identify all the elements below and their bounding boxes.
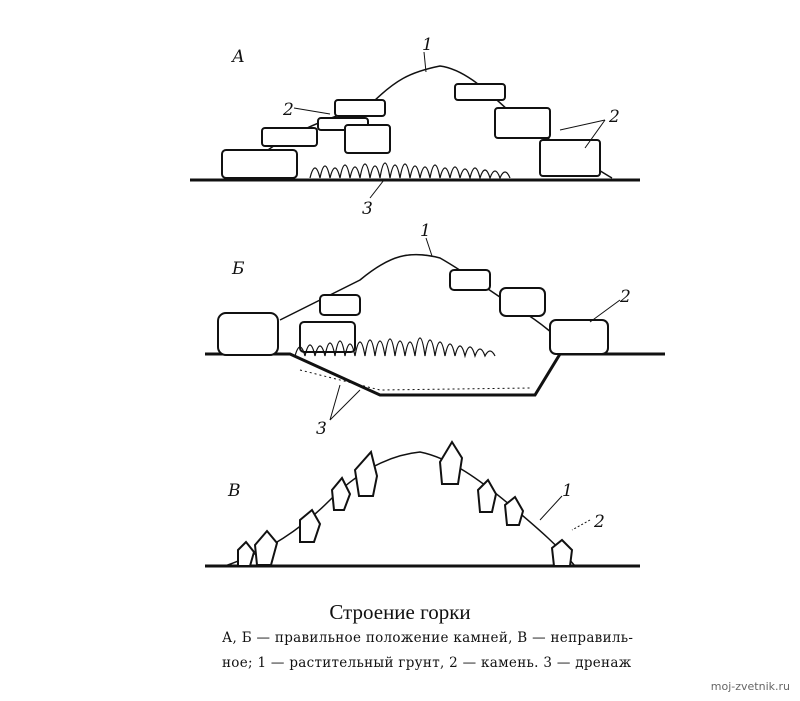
stones bbox=[217, 269, 609, 356]
soil-outline bbox=[224, 451, 576, 567]
caption-title: Строение горки bbox=[329, 600, 471, 624]
label-drainage: 3 bbox=[316, 419, 327, 439]
panel-a: А 1 2 2 3 bbox=[190, 35, 640, 219]
panel-b: Б 1 2 3 bbox=[205, 221, 665, 439]
label-soil: 1 bbox=[562, 481, 573, 501]
label-stone: 2 bbox=[593, 512, 605, 532]
label-drainage: 3 bbox=[362, 199, 373, 219]
label-stone: 2 bbox=[608, 107, 620, 127]
caption-line-1: А, Б — правильное положение камней, В — … bbox=[222, 630, 634, 646]
caption-line-2: ное; 1 — растительный грунт, 2 — камень.… bbox=[222, 655, 632, 671]
label-stone: 2 bbox=[619, 287, 631, 307]
panel-c: В 1 2 bbox=[205, 440, 640, 568]
ground-with-pit bbox=[205, 352, 665, 397]
label-soil: 1 bbox=[422, 35, 433, 55]
plants bbox=[309, 162, 511, 181]
label-soil: 1 bbox=[420, 221, 431, 241]
label-stone: 2 bbox=[282, 100, 294, 120]
panel-a-letter: А bbox=[231, 47, 245, 67]
panel-c-letter: В bbox=[227, 481, 241, 501]
stones-incorrect bbox=[237, 440, 574, 567]
panel-b-letter: Б bbox=[231, 259, 245, 279]
watermark: moj-zvetnik.ru bbox=[710, 680, 790, 693]
plants bbox=[294, 337, 496, 359]
soil-outline bbox=[279, 253, 576, 355]
stones bbox=[221, 83, 601, 179]
